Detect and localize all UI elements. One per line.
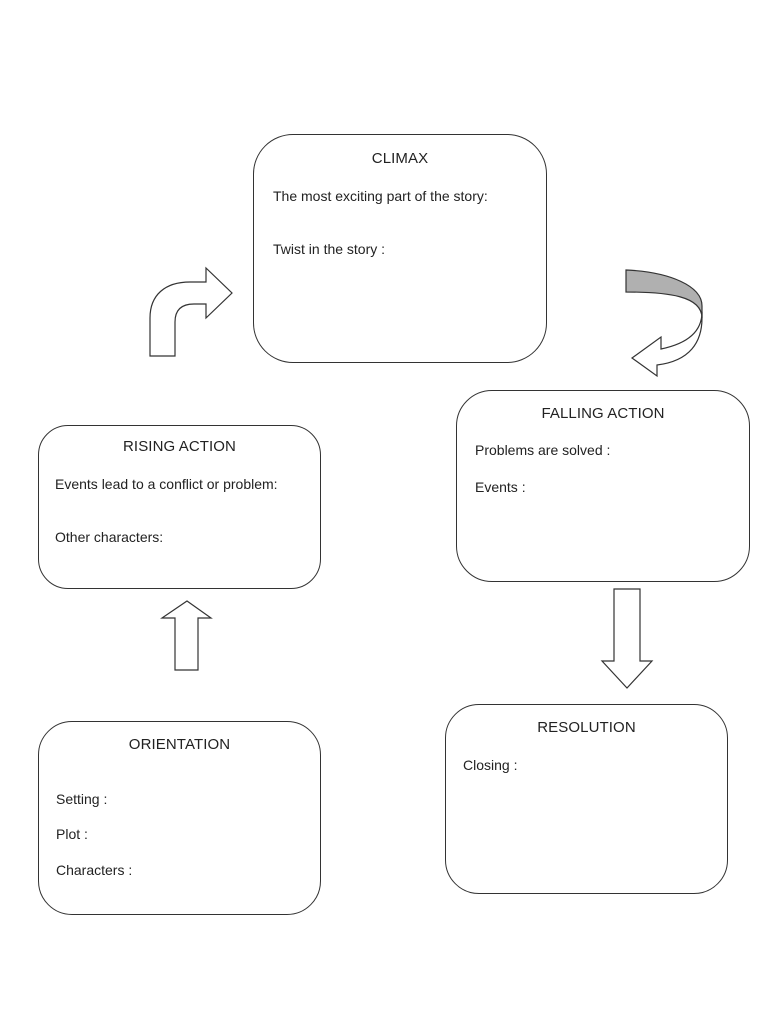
down-arrow <box>600 588 654 689</box>
climax-box: CLIMAX The most exciting part of the sto… <box>253 134 547 363</box>
rising-action-box: RISING ACTION Events lead to a conflict … <box>38 425 321 589</box>
curved-arrow-up-right <box>149 266 233 357</box>
orientation-title: ORIENTATION <box>128 736 231 753</box>
curved-arrow-down-left <box>625 269 703 378</box>
falling-action-box: FALLING ACTION Problems are solved : Eve… <box>456 390 750 582</box>
resolution-title: RESOLUTION <box>537 719 636 736</box>
climax-title: CLIMAX <box>371 150 429 167</box>
climax-line-2: Twist in the story : <box>273 241 386 257</box>
climax-line-1: The most exciting part of the story: <box>273 188 488 204</box>
rising-action-line-1: Events lead to a conflict or problem: <box>55 476 278 492</box>
resolution-line-1: Closing : <box>463 757 518 773</box>
orientation-line-1: Setting : <box>56 791 108 807</box>
falling-action-line-2: Events : <box>475 479 526 495</box>
resolution-box: RESOLUTION Closing : <box>445 704 728 894</box>
rising-action-title: RISING ACTION <box>123 438 236 455</box>
falling-action-line-1: Problems are solved : <box>475 442 611 458</box>
falling-action-title: FALLING ACTION <box>541 405 665 422</box>
rising-action-line-2: Other characters: <box>55 529 164 545</box>
orientation-box: ORIENTATION Setting : Plot : Characters … <box>38 721 321 915</box>
orientation-line-2: Plot : <box>56 826 88 842</box>
orientation-line-3: Characters : <box>56 862 133 878</box>
up-arrow <box>160 600 213 671</box>
